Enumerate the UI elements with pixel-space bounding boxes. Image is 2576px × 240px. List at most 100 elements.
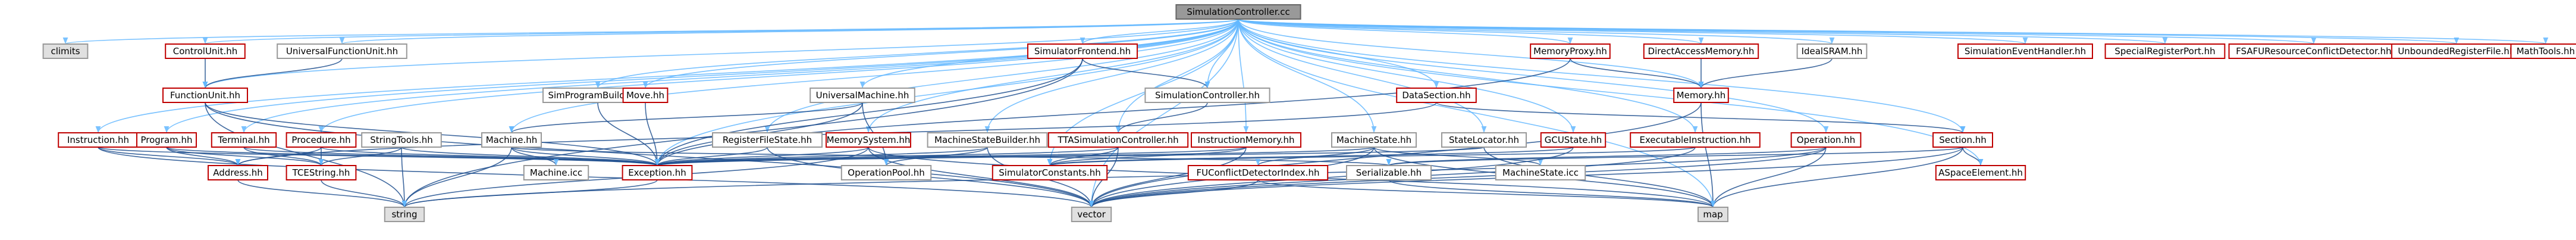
node-box xyxy=(136,132,197,148)
edge-root-to-universalfu xyxy=(340,18,1239,45)
node-simeventhandler[interactable]: SimulationEventHandler.hh xyxy=(1957,43,2093,59)
node-ttasimcontroller[interactable]: TTASimulationController.hh xyxy=(1047,132,1189,148)
edge-root-to-machinestatebuilder xyxy=(984,18,1239,133)
node-address[interactable]: Address.hh xyxy=(208,165,268,180)
node-directaccess[interactable]: DirectAccessMemory.hh xyxy=(1643,43,1759,59)
node-box xyxy=(58,132,139,148)
node-box xyxy=(1698,207,1728,222)
node-box xyxy=(1331,132,1417,148)
node-box xyxy=(523,165,589,180)
node-machinestatebuilder[interactable]: MachineStateBuilder.hh xyxy=(927,132,1048,148)
node-machinestateicc[interactable]: MachineState.icc xyxy=(1495,165,1586,180)
node-label: Move.hh xyxy=(626,90,664,101)
node-label: vector xyxy=(1077,209,1106,220)
edge-root-to-ttasimcontroller xyxy=(1115,18,1239,133)
edge-root-to-registerfilestate xyxy=(764,18,1239,133)
node-datasection[interactable]: DataSection.hh xyxy=(1396,88,1477,103)
node-fsafu[interactable]: FSAFUResourceConflictDetector.hh xyxy=(2228,43,2399,59)
node-label: TCEString.hh xyxy=(292,167,350,178)
node-box xyxy=(927,132,1048,148)
node-unboundedrf[interactable]: UnboundedRegisterFile.hh xyxy=(2391,43,2522,59)
node-simcontroller[interactable]: SimulationController.hh xyxy=(1144,88,1270,103)
edge-root-to-idealsram xyxy=(1238,18,1834,45)
edge-root-to-specialregport xyxy=(1238,18,2167,45)
edge-root-to-memorysystem xyxy=(865,18,1239,133)
edge-root-to-instructionmemory xyxy=(1238,18,1249,133)
node-label: OperationPool.hh xyxy=(848,167,924,178)
edge-operation-to-vector xyxy=(1088,147,1827,208)
node-universalfu[interactable]: UniversalFunctionUnit.hh xyxy=(277,43,407,59)
node-idealsram[interactable]: IdealSRAM.hh xyxy=(1796,43,1868,59)
node-simfrontend[interactable]: SimulatorFrontend.hh xyxy=(1027,43,1138,59)
node-box xyxy=(42,43,89,59)
node-label: Operation.hh xyxy=(1797,135,1855,145)
node-terminal[interactable]: Terminal.hh xyxy=(211,132,277,148)
node-label: MemorySystem.hh xyxy=(827,135,911,145)
node-section[interactable]: Section.hh xyxy=(1932,132,1993,148)
node-aspaceelement[interactable]: ASpaceElement.hh xyxy=(1935,165,2026,180)
edge-simfrontend-to-simcontroller xyxy=(1082,58,1210,89)
node-tcestring[interactable]: TCEString.hh xyxy=(285,165,357,180)
edge-address-to-string xyxy=(237,179,407,208)
node-memory[interactable]: Memory.hh xyxy=(1673,88,1729,103)
edge-simprogbuilder-to-exception xyxy=(597,102,660,166)
node-program[interactable]: Program.hh xyxy=(136,132,197,148)
node-registerfilestate[interactable]: RegisterFileState.hh xyxy=(712,132,823,148)
node-label: FUConflictDetectorIndex.hh xyxy=(1197,167,1320,178)
node-move[interactable]: Move.hh xyxy=(622,88,669,103)
node-box xyxy=(277,43,407,59)
node-label: Serializable.hh xyxy=(1356,167,1422,178)
node-functionunit[interactable]: FunctionUnit.hh xyxy=(162,88,248,103)
edge-stringtools-to-string xyxy=(401,147,407,208)
node-fuconflict[interactable]: FUConflictDetectorIndex.hh xyxy=(1187,165,1329,180)
edge-universalmachine-to-machine xyxy=(509,102,863,133)
node-operation[interactable]: Operation.hh xyxy=(1790,132,1862,148)
node-box xyxy=(384,207,425,222)
node-exception[interactable]: Exception.hh xyxy=(622,165,693,180)
edge-root-to-section xyxy=(1238,18,1966,133)
node-universalmachine[interactable]: UniversalMachine.hh xyxy=(809,88,915,103)
edge-root-to-simfrontend xyxy=(1080,18,1239,45)
edge-memory-to-map xyxy=(1700,102,1716,208)
node-controlunit[interactable]: ControlUnit.hh xyxy=(165,43,246,59)
node-box xyxy=(1495,165,1586,180)
edge-datasection-to-section xyxy=(1436,102,1966,133)
node-machineicc[interactable]: Machine.icc xyxy=(523,165,589,180)
node-procedure[interactable]: Procedure.hh xyxy=(285,132,357,148)
edge-root-to-functionunit xyxy=(202,18,1239,89)
node-instruction[interactable]: Instruction.hh xyxy=(58,132,139,148)
node-operationpool[interactable]: OperationPool.hh xyxy=(840,165,932,180)
node-label: SimulationController.hh xyxy=(1155,90,1260,101)
edge-machine-to-exception xyxy=(511,147,660,166)
edge-exception-to-string xyxy=(401,179,658,208)
node-box xyxy=(1396,88,1477,103)
node-label: ASpaceElement.hh xyxy=(1938,167,2023,178)
node-box xyxy=(1643,43,1759,59)
node-specialregport[interactable]: SpecialRegisterPort.hh xyxy=(2104,43,2226,59)
node-label: SimulationController.cc xyxy=(1187,7,1290,17)
node-stringtools[interactable]: StringTools.hh xyxy=(361,132,442,148)
node-statelocator[interactable]: StateLocator.hh xyxy=(1441,132,1527,148)
node-box xyxy=(1630,132,1761,148)
node-vector: vector xyxy=(1071,207,1112,222)
node-label: MachineState.hh xyxy=(1336,135,1411,145)
node-machinestate[interactable]: MachineState.hh xyxy=(1331,132,1417,148)
node-executableinstruction[interactable]: ExecutableInstruction.hh xyxy=(1630,132,1761,148)
node-label: RegisterFileState.hh xyxy=(723,135,812,145)
node-serializable[interactable]: Serializable.hh xyxy=(1346,165,1432,180)
node-memorysystem[interactable]: MemorySystem.hh xyxy=(826,132,911,148)
node-label: UnboundedRegisterFile.hh xyxy=(2398,46,2515,57)
node-box xyxy=(1540,132,1607,148)
node-memoryproxy[interactable]: MemoryProxy.hh xyxy=(1530,43,1611,59)
node-box xyxy=(622,165,693,180)
node-mathtools[interactable]: MathTools.hh xyxy=(2510,43,2576,59)
edge-idealsram-to-memory xyxy=(1698,58,1833,89)
node-gcustate[interactable]: GCUState.hh xyxy=(1540,132,1607,148)
node-simconstants[interactable]: SimulatorConstants.hh xyxy=(992,165,1108,180)
edge-procedure-to-address xyxy=(235,147,322,166)
node-instructionmemory[interactable]: InstructionMemory.hh xyxy=(1191,132,1301,148)
node-box xyxy=(1346,165,1432,180)
node-root[interactable]: SimulationController.cc xyxy=(1175,4,1301,20)
node-label: UniversalFunctionUnit.hh xyxy=(286,46,398,57)
node-machine[interactable]: Machine.hh xyxy=(481,132,542,148)
